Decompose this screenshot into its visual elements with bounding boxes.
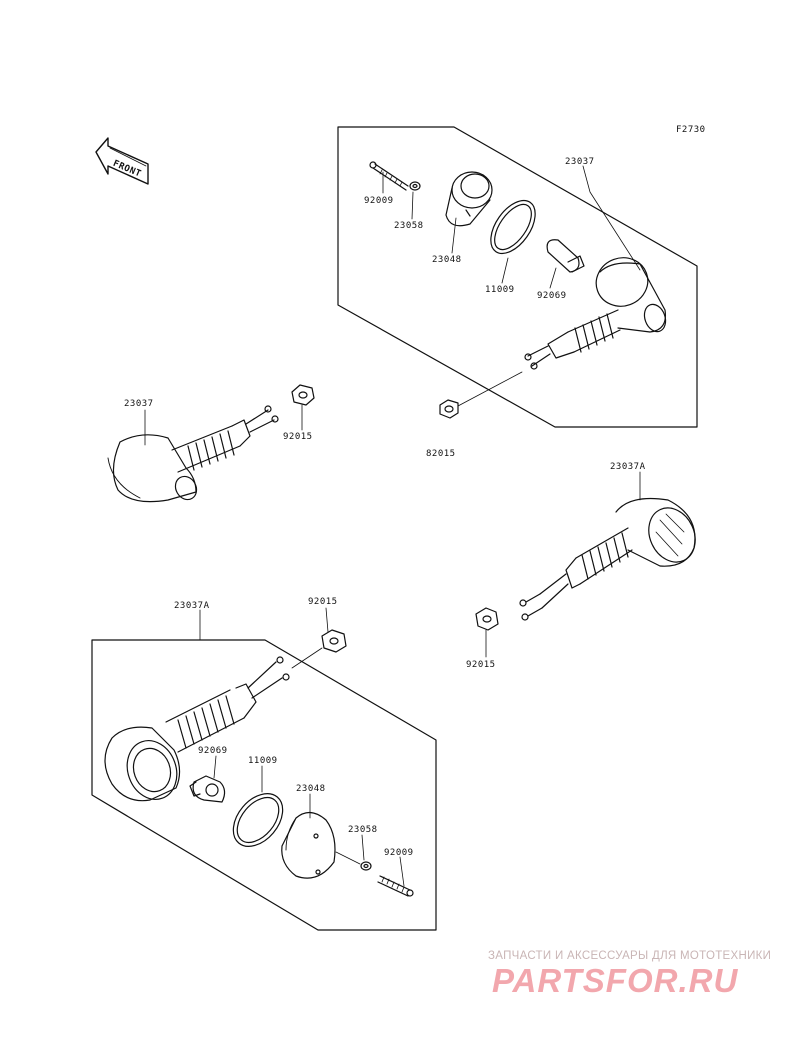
lens-23048-bottom bbox=[281, 811, 336, 879]
nut-92015-bottom bbox=[321, 629, 347, 653]
label-11009-top: 11009 bbox=[485, 285, 515, 295]
front-arrow-icon bbox=[95, 137, 149, 185]
label-92015-bottom: 92015 bbox=[308, 597, 338, 607]
label-23037-left: 23037 bbox=[124, 399, 154, 409]
turn-signal-23037A-bottom bbox=[104, 656, 290, 802]
top-assembly-frame bbox=[337, 126, 698, 428]
bottom-assembly-frame bbox=[91, 639, 437, 931]
label-23058-top: 23058 bbox=[394, 221, 424, 231]
bolt-92009-top bbox=[369, 161, 409, 191]
turn-signal-23037A-right bbox=[519, 497, 696, 621]
label-23037-top: 23037 bbox=[565, 157, 595, 167]
bolt-92009-bottom bbox=[377, 875, 414, 897]
label-92015-right: 92015 bbox=[466, 660, 496, 670]
bulb-92069-bottom bbox=[189, 775, 226, 803]
watermark-subtitle: ЗАПЧАСТИ И АКСЕССУАРЫ ДЛЯ МОТОТЕХНИКИ bbox=[488, 950, 772, 962]
lens-23048-top bbox=[445, 171, 493, 227]
nut-92015-left bbox=[291, 384, 315, 406]
turn-signal-23037-left bbox=[107, 405, 279, 503]
label-11009-bottom: 11009 bbox=[248, 756, 278, 766]
nut-23058-top bbox=[409, 181, 421, 191]
leader-lines bbox=[144, 165, 641, 887]
gasket-11009-bottom bbox=[232, 793, 284, 847]
nut-82015 bbox=[439, 399, 459, 419]
label-92069-top: 92069 bbox=[537, 291, 567, 301]
label-23048-bottom: 23048 bbox=[296, 784, 326, 794]
turn-signal-23037-top bbox=[524, 257, 667, 370]
nut-92015-right bbox=[475, 607, 499, 631]
label-82015: 82015 bbox=[426, 449, 456, 459]
nut-23058-bottom bbox=[360, 861, 372, 871]
bulb-92069-top bbox=[546, 239, 585, 273]
gasket-11009-top bbox=[490, 199, 536, 255]
label-92009-top: 92009 bbox=[364, 196, 394, 206]
label-92009-bottom: 92009 bbox=[384, 848, 414, 858]
label-23058-bottom: 23058 bbox=[348, 825, 378, 835]
label-92015-left: 92015 bbox=[283, 432, 313, 442]
label-23037A-bottom: 23037A bbox=[174, 601, 210, 611]
watermark-logo: PARTSFOR.RU bbox=[492, 962, 739, 999]
label-23048-top: 23048 bbox=[432, 255, 462, 265]
label-23037A-right: 23037A bbox=[610, 462, 646, 472]
label-92069-bottom: 92069 bbox=[198, 746, 228, 756]
diagram-code: F2730 bbox=[676, 125, 706, 135]
